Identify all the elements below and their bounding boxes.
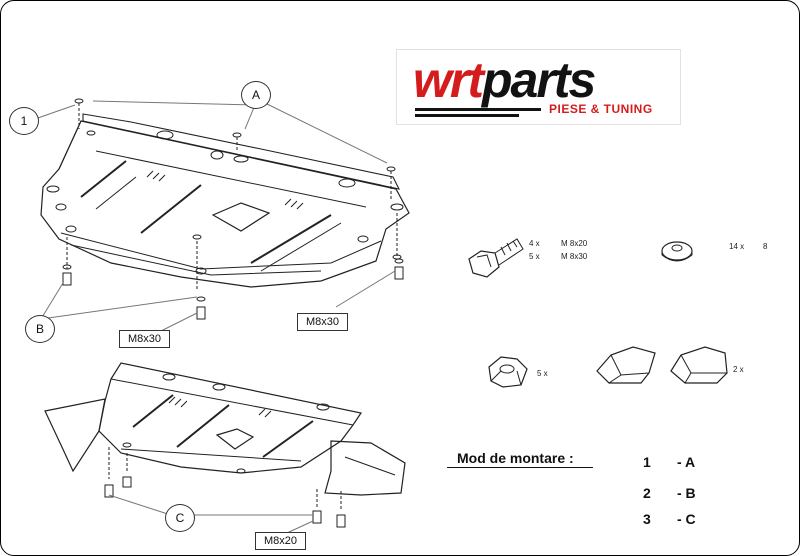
nut-illustration <box>488 356 528 388</box>
callout-1: 1 <box>9 107 39 135</box>
mounting-title: Mod de montare : <box>457 450 574 466</box>
logo-bar-top <box>415 108 541 111</box>
callout-a: A <box>241 81 271 109</box>
bracket-illustration-right <box>670 346 728 384</box>
mounting-title-underline <box>447 467 593 468</box>
mounting-row-1-num: 1 <box>643 454 651 470</box>
bolt-illustration <box>468 238 524 278</box>
logo-tagline: PIESE & TUNING <box>549 102 653 116</box>
bracket-qty: 2 x <box>733 365 744 374</box>
size-label-front-left: M8x30 <box>119 330 171 348</box>
size-label-rear: M8x20 <box>255 532 307 550</box>
bolt-qty-2: 5 x <box>529 252 540 261</box>
mounting-row-3-code: - C <box>677 511 696 527</box>
callout-c: C <box>165 504 195 532</box>
washer-size: 8 <box>763 242 768 251</box>
nut-qty: 5 x <box>537 369 548 378</box>
mounting-row-3-num: 3 <box>643 511 651 527</box>
mounting-row-2-code: - B <box>677 485 696 501</box>
wrtparts-logo: wrtparts PIESE & TUNING <box>396 49 681 125</box>
bolt-size-2: M 8x30 <box>561 252 588 261</box>
rear-skid-plate <box>44 362 406 534</box>
bolt-qty-1: 4 x <box>529 239 540 248</box>
mounting-row-1-code: - A <box>677 454 696 470</box>
bolt-size-1: M 8x20 <box>561 239 588 248</box>
washer-qty: 14 x <box>729 242 745 251</box>
washer-illustration <box>661 241 693 262</box>
front-skid-plate <box>34 98 410 332</box>
bracket-illustration-left <box>596 346 656 384</box>
size-label-front-right: M8x30 <box>297 313 349 331</box>
mounting-row-2-num: 2 <box>643 485 651 501</box>
callout-b: B <box>25 315 55 343</box>
logo-wordmark: wrtparts <box>413 52 596 108</box>
logo-bar-bottom <box>415 114 519 117</box>
